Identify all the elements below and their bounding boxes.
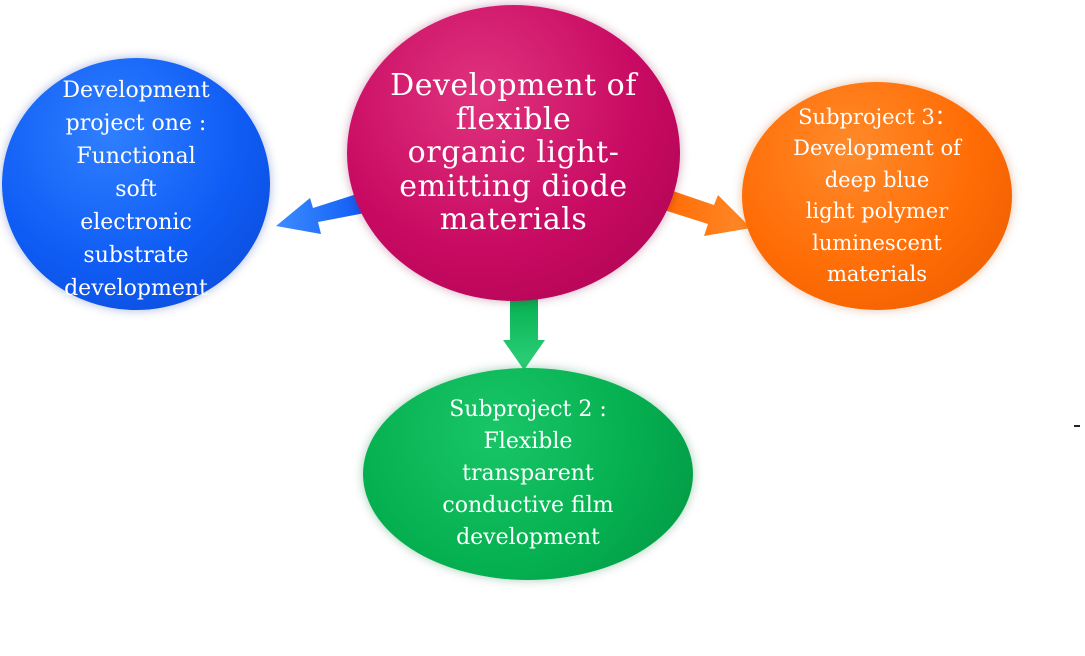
arrow-to-left [276,193,365,234]
subproject-node-left: Development project one : Functional sof… [2,58,270,310]
arrow-to-right [664,190,751,236]
subproject-node-right-label: Subproject 3： Development of deep blue l… [793,104,961,287]
stray-mark [1074,425,1080,427]
subproject-node-bottom-label: Subproject 2 : Flexible transparent cond… [442,397,614,550]
subproject-node-bottom: Subproject 2 : Flexible transparent cond… [363,368,693,580]
subproject-node-left-label: Development project one : Functional sof… [62,77,210,301]
subproject-node-right: Subproject 3： Development of deep blue l… [742,82,1012,310]
center-node: Development of flexible organic light- e… [347,5,680,301]
center-node-label: Development of flexible organic light- e… [390,68,637,238]
arrow-to-bottom [503,298,545,370]
